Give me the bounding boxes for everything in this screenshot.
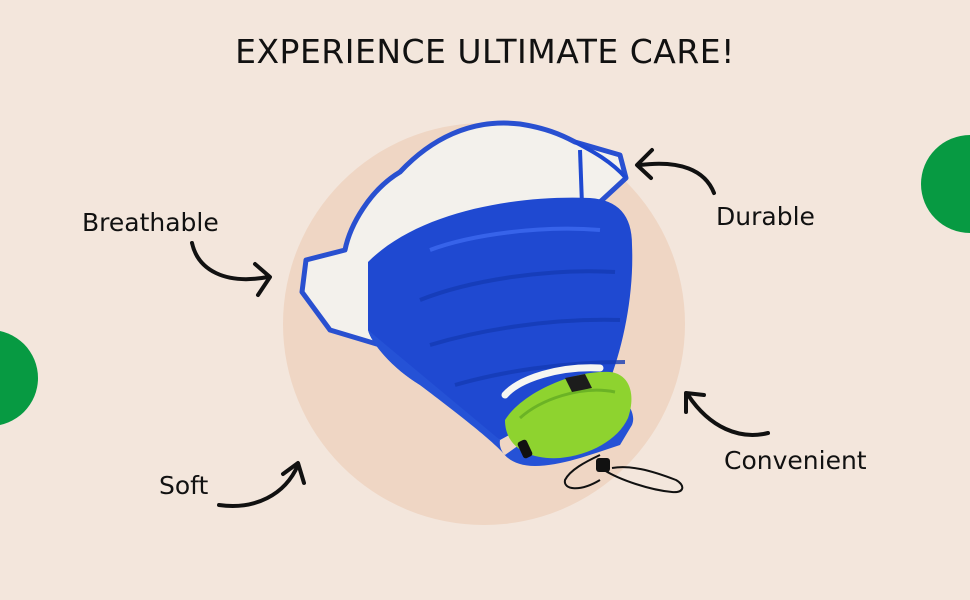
green-half-circle-right	[921, 135, 970, 233]
feature-label-soft: Soft	[159, 471, 209, 500]
curved-arrow-icon	[190, 241, 272, 297]
feature-label-durable: Durable	[716, 202, 815, 231]
curved-arrow-icon	[635, 148, 716, 195]
curved-arrow-icon	[684, 391, 770, 437]
feature-label-breathable: Breathable	[82, 208, 219, 237]
pet-recovery-cone-image	[299, 120, 684, 494]
curved-arrow-icon	[217, 461, 306, 508]
page-title: EXPERIENCE ULTIMATE CARE!	[235, 32, 735, 71]
green-half-circle-left	[0, 331, 38, 425]
feature-label-convenient: Convenient	[724, 446, 867, 475]
